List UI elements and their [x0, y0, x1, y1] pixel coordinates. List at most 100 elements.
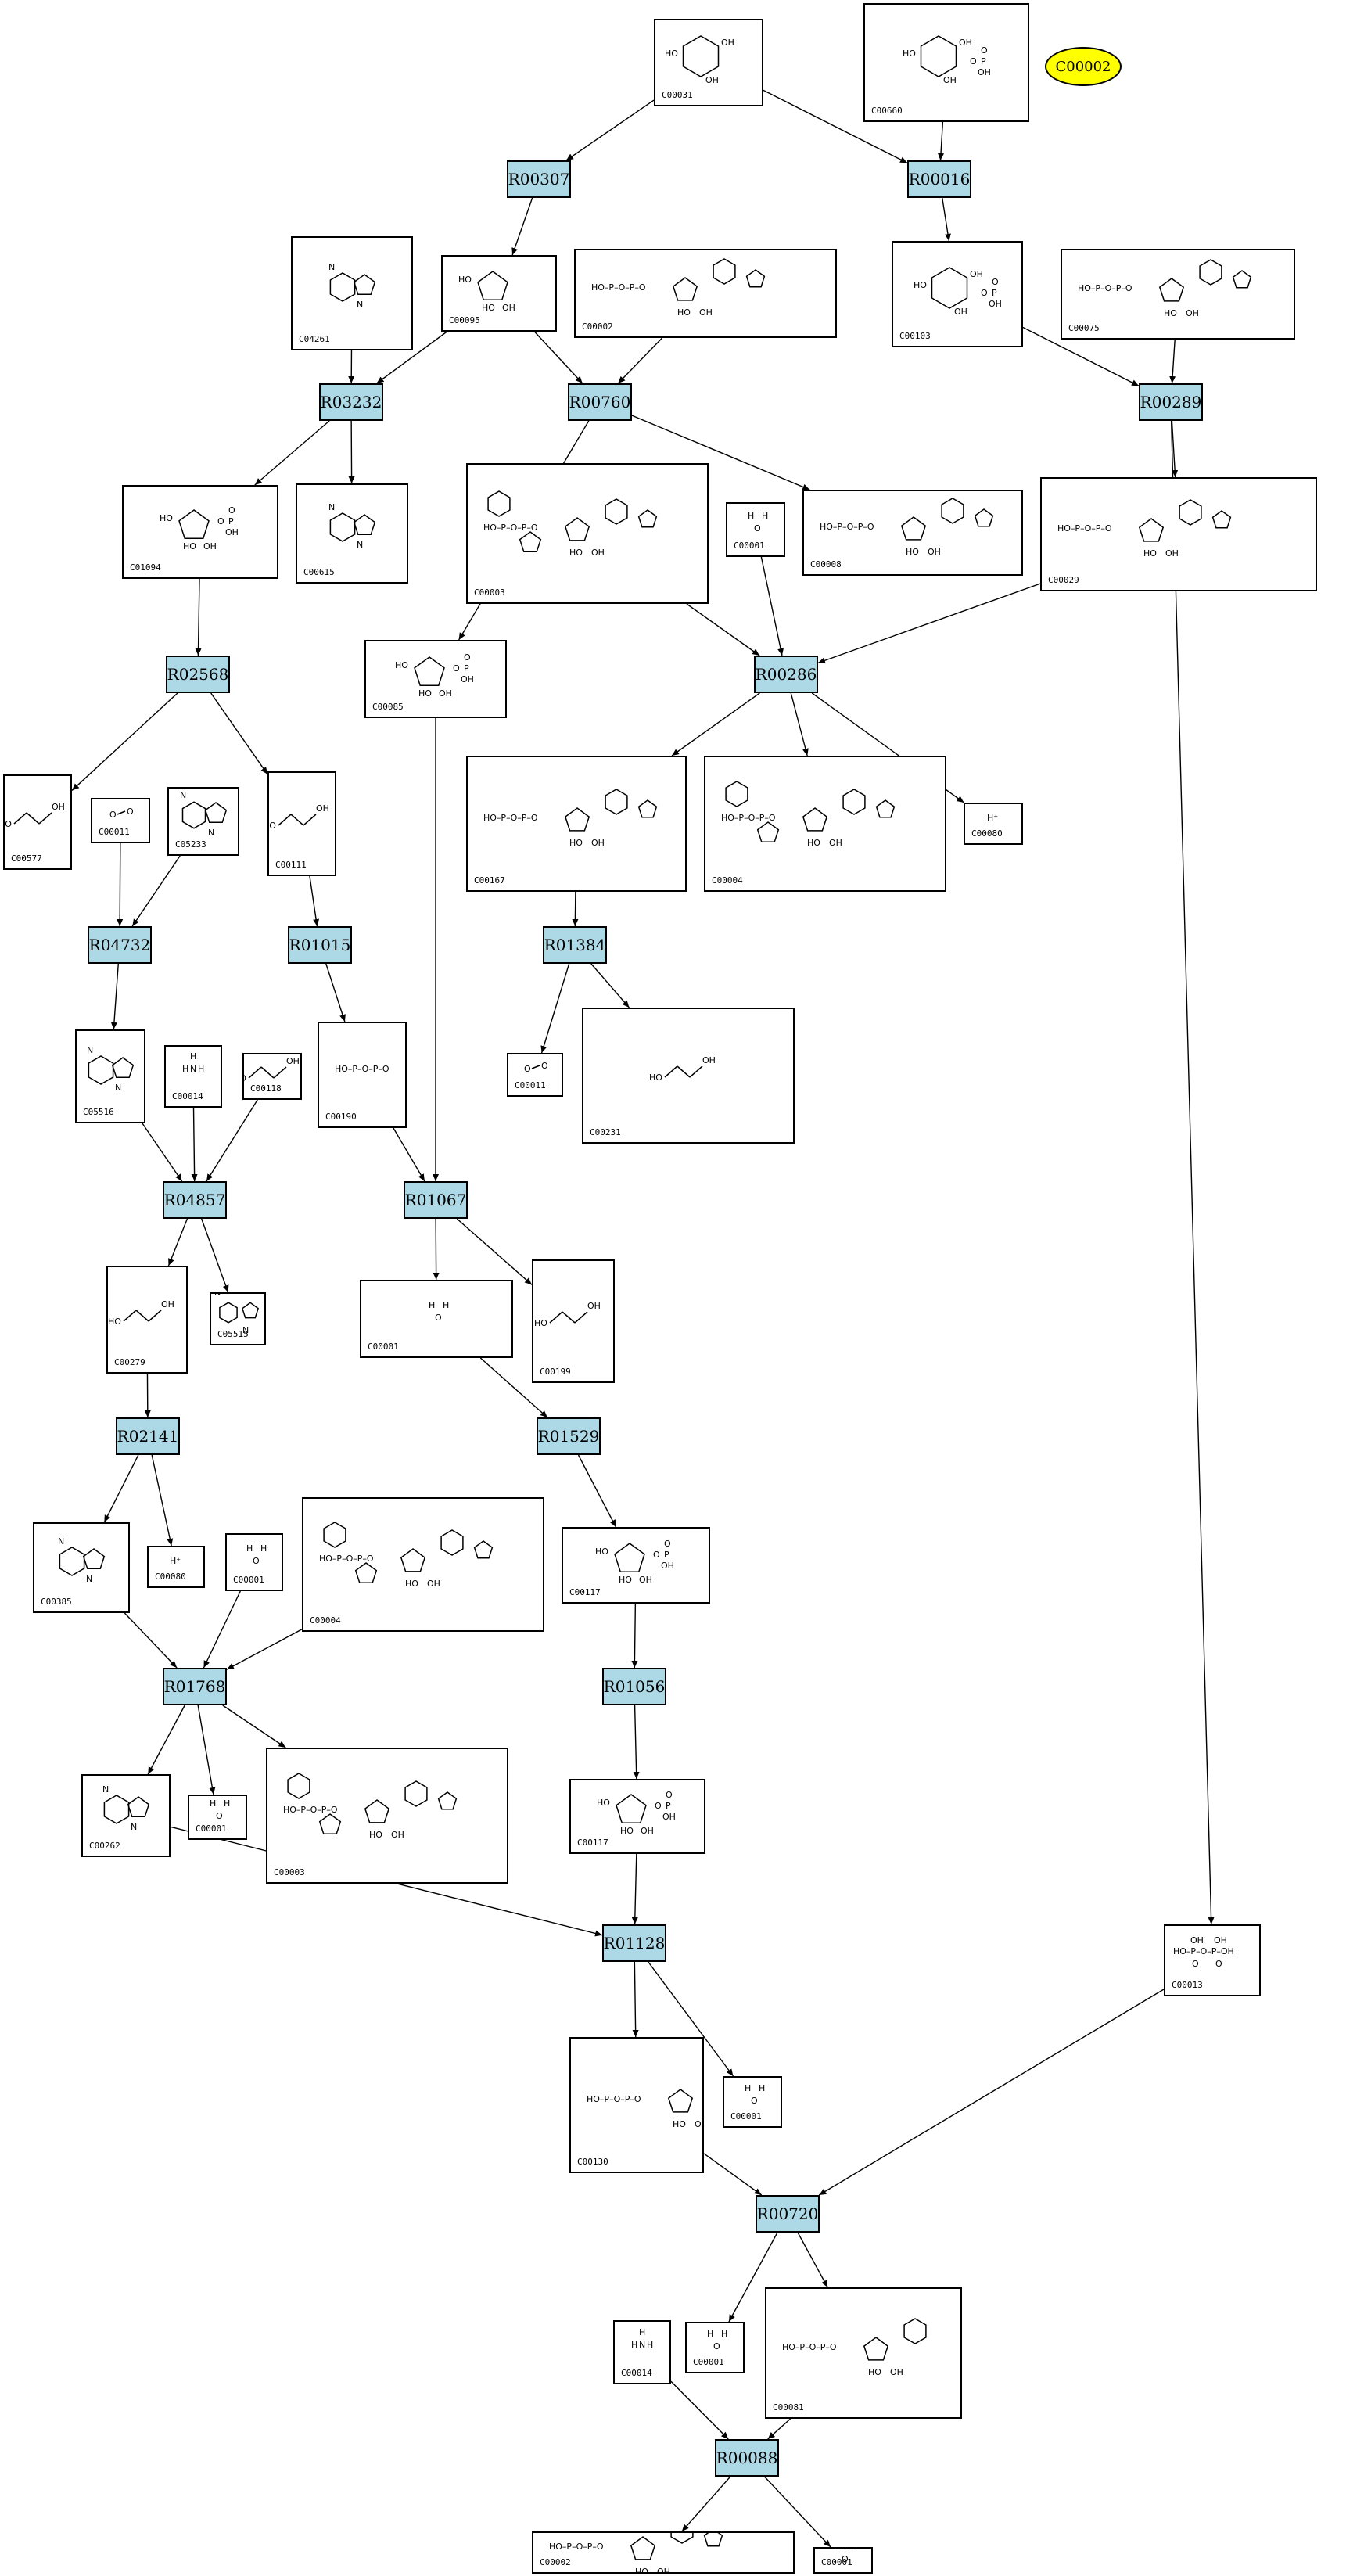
svg-text:HO: HO — [369, 1830, 382, 1840]
svg-text:HO: HO — [620, 1826, 634, 1836]
svg-text:OH: OH — [591, 838, 605, 848]
reaction-node[interactable]: R01015 — [288, 926, 352, 964]
reaction-node[interactable]: R01768 — [163, 1668, 227, 1705]
svg-text:O: O — [970, 56, 977, 66]
reaction-node[interactable]: R01067 — [404, 1181, 468, 1219]
reaction-node[interactable]: R01056 — [602, 1668, 666, 1705]
reaction-edge — [572, 891, 579, 927]
compound-id: C00190 — [325, 1112, 357, 1122]
compound-id: C00031 — [662, 90, 693, 100]
reaction-node[interactable]: R01128 — [602, 1924, 666, 1962]
structure-drawing: HOH — [210, 1798, 230, 1821]
svg-text:HO: HO — [635, 2567, 648, 2572]
reaction-node[interactable]: R00307 — [507, 160, 571, 198]
reaction-node[interactable]: R04732 — [88, 926, 152, 964]
svg-text:OH: OH — [427, 1579, 440, 1589]
reaction-node[interactable]: R01384 — [543, 926, 607, 964]
reaction-node[interactable]: R00286 — [754, 656, 818, 693]
svg-text:HO–P–O–P–O: HO–P–O–P–O — [1078, 283, 1132, 293]
reaction-node[interactable]: R04857 — [163, 1181, 227, 1219]
reaction-node[interactable]: R00016 — [907, 160, 971, 198]
reaction-node[interactable]: R02141 — [116, 1417, 180, 1455]
compound-id: C00003 — [474, 587, 505, 598]
svg-text:HO: HO — [595, 1547, 608, 1557]
reaction-edge — [764, 2476, 831, 2548]
compound-id: C00014 — [172, 1091, 203, 1101]
reaction-edge — [1171, 420, 1179, 478]
svg-text:OH: OH — [989, 299, 1002, 309]
svg-text:HO–P–O–P–O: HO–P–O–P–O — [782, 2342, 837, 2352]
svg-text:HO: HO — [677, 307, 691, 318]
reaction-node[interactable]: R00289 — [1139, 383, 1203, 421]
reaction-edge — [942, 197, 951, 242]
compound-box[interactable]: C05515NN — [210, 1292, 266, 1345]
reaction-edge — [147, 1705, 185, 1775]
reaction-node[interactable]: R02568 — [166, 656, 230, 693]
reaction-node[interactable]: R00760 — [568, 383, 632, 421]
compound-id: C00001 — [734, 541, 765, 551]
compound-box[interactable]: C00111HOOH — [267, 771, 336, 876]
svg-text:N: N — [86, 1574, 92, 1584]
compound-box[interactable]: C00577HOOH — [3, 774, 72, 870]
svg-text:HO: HO — [906, 547, 919, 557]
svg-text:OH: OH — [1190, 1935, 1204, 1945]
reaction-edge — [103, 1454, 139, 1523]
reaction-node[interactable]: R01529 — [537, 1417, 601, 1455]
reaction-node[interactable]: R03232 — [319, 383, 383, 421]
structure-drawing: HOH — [748, 511, 768, 534]
compound-box[interactable]: C00118HOOH — [242, 1053, 302, 1100]
structure-drawing: NN — [87, 1045, 135, 1093]
reaction-edge — [309, 875, 320, 927]
reaction-node[interactable]: R00088 — [715, 2439, 779, 2477]
compound-id: C00029 — [1048, 575, 1079, 585]
reaction-node[interactable]: R00720 — [756, 2195, 820, 2233]
